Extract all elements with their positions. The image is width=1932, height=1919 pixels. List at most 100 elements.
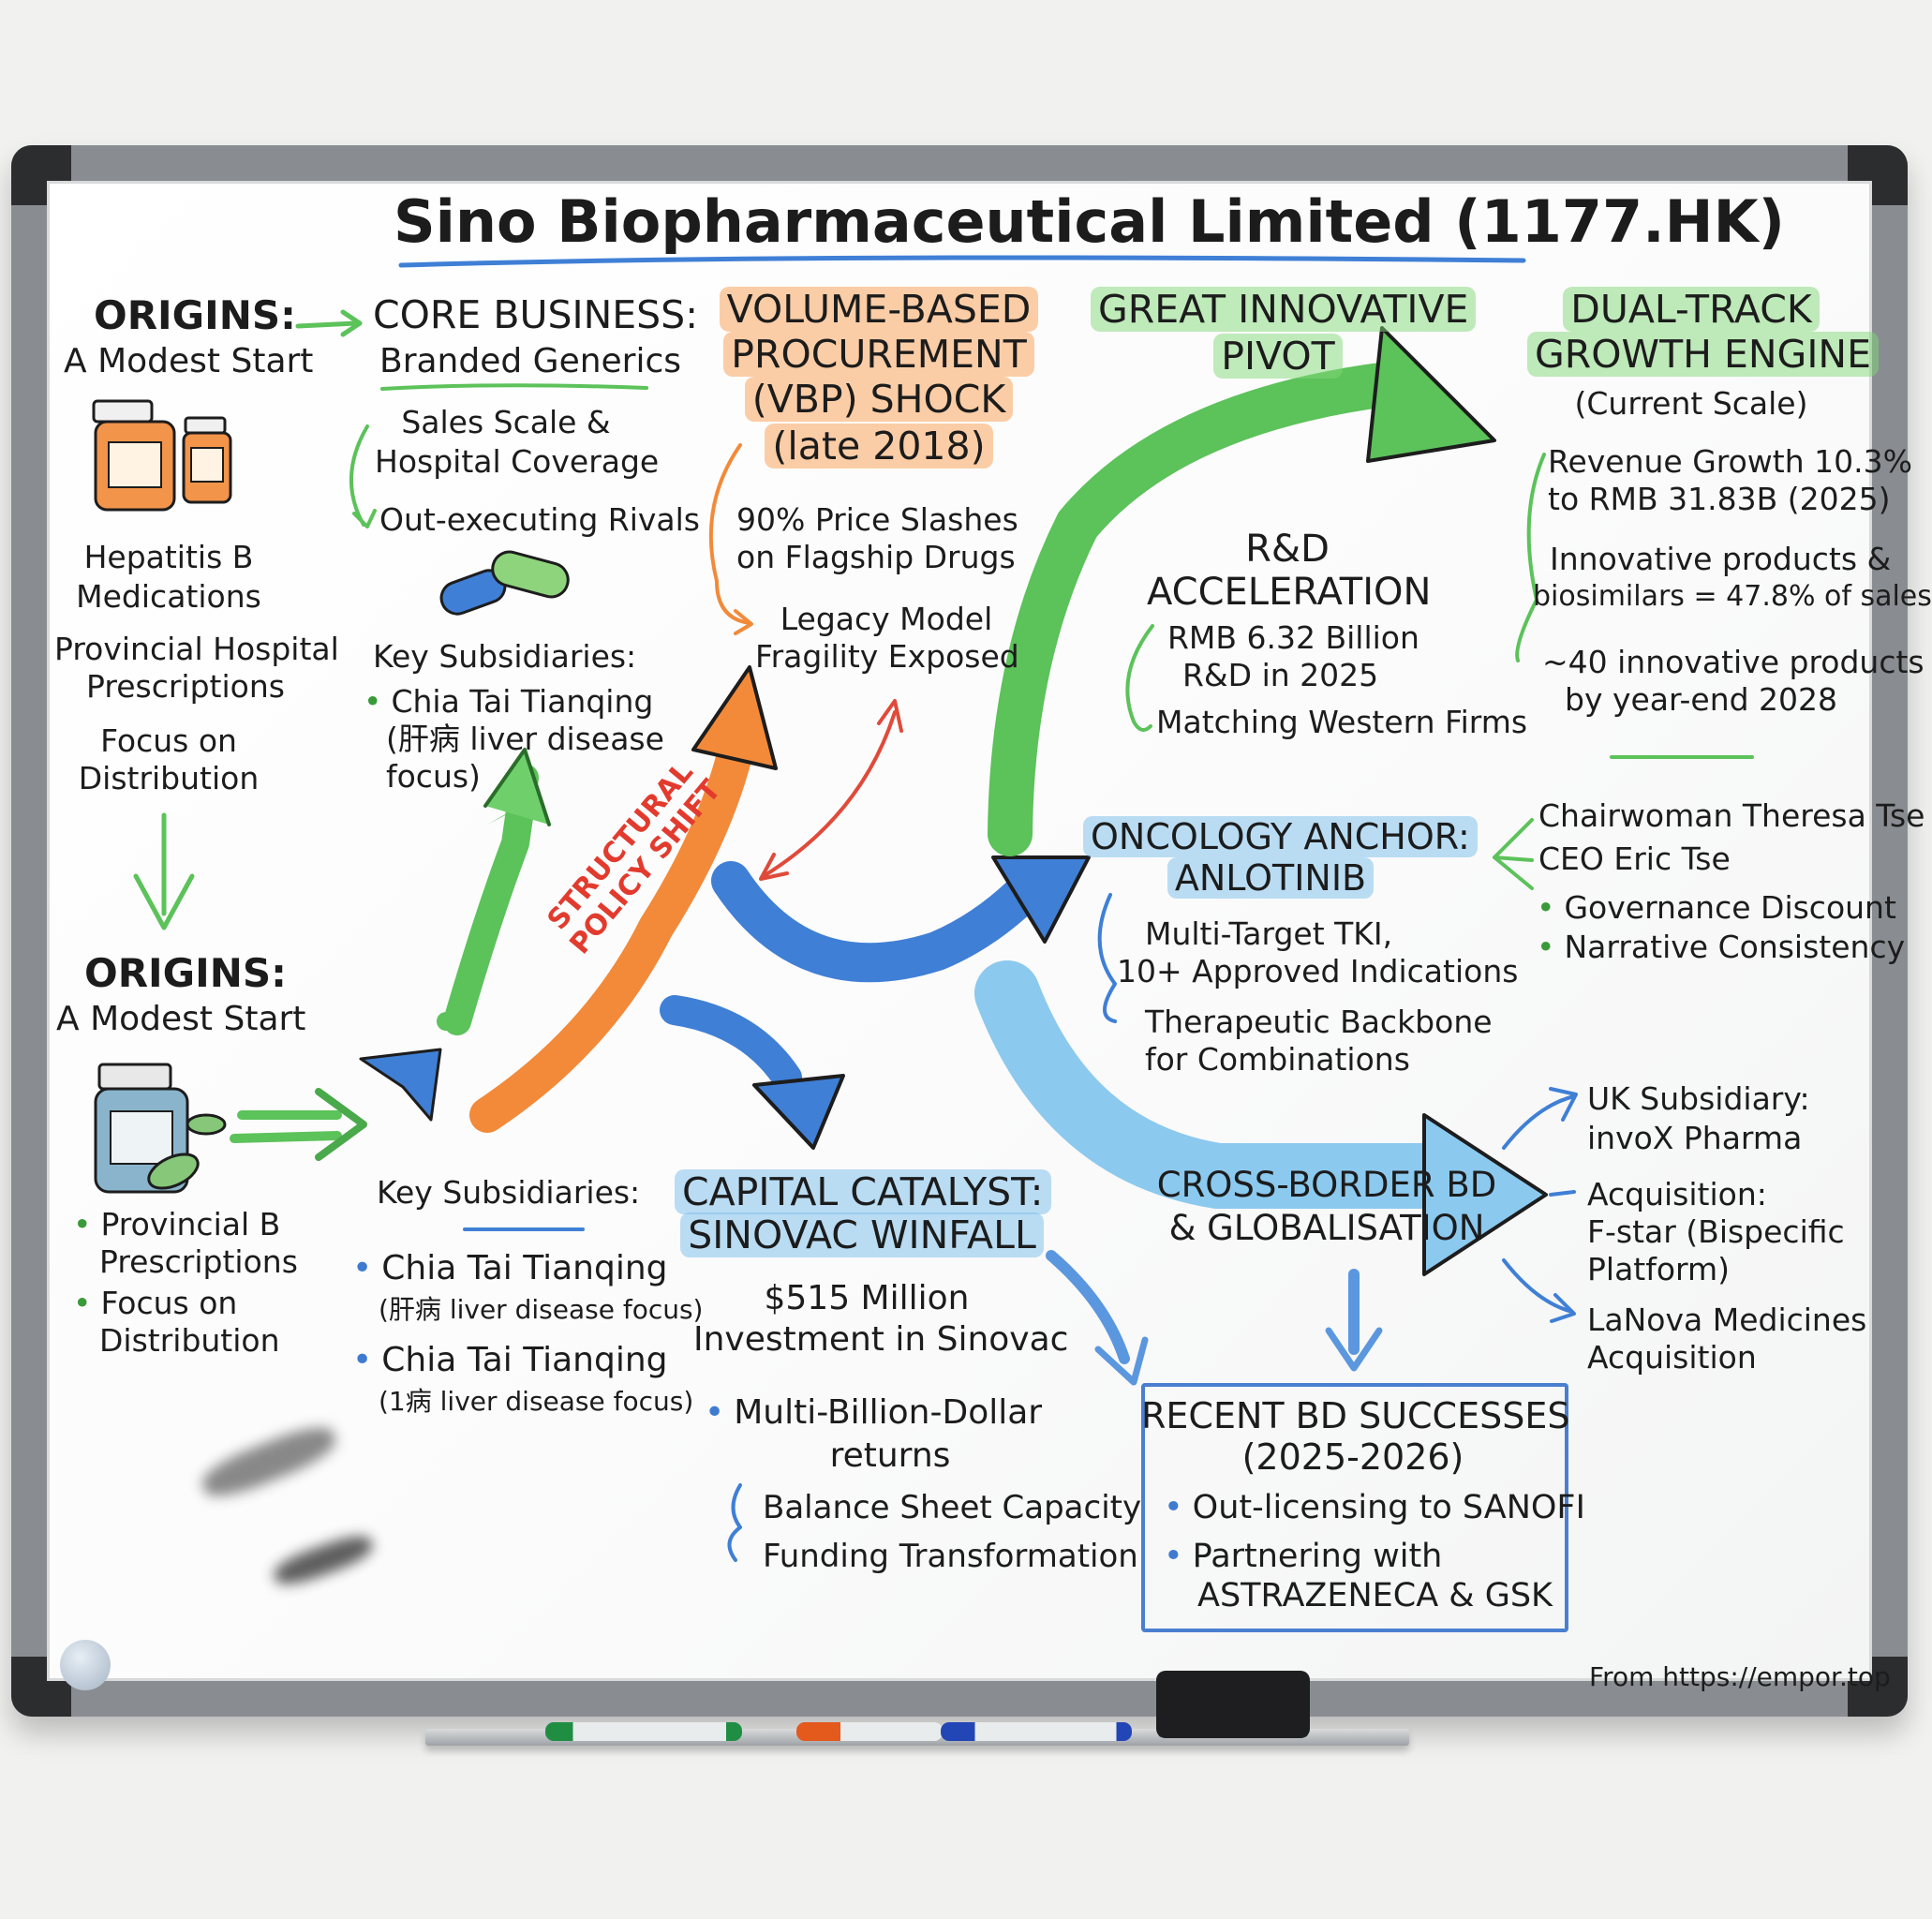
bd-item: ASTRAZENECA & GSK <box>1197 1577 1553 1614</box>
capital-item: Funding Transformation <box>763 1538 1138 1575</box>
vbp-heading: (VBP) SHOCK <box>710 377 1048 422</box>
crossborder-item: Platform) <box>1587 1251 1731 1287</box>
oncology-heading: ANLOTINIB <box>1083 857 1458 899</box>
dual-track-item: biosimilars = 47.8% of sales <box>1533 580 1932 613</box>
origins-top-item: Provincial Hospital <box>54 631 339 667</box>
crossborder-item: UK Subsidiary: <box>1587 1080 1810 1117</box>
subsidiary-bottom-name: Chia Tai Tianqing <box>352 1344 667 1377</box>
oncology-item: Therapeutic Backbone <box>1145 1004 1493 1040</box>
capital-item: $515 Million <box>764 1279 970 1317</box>
origins-top-item: Focus on <box>100 722 237 759</box>
orange-marker[interactable] <box>796 1722 943 1741</box>
origins-bottom-heading: ORIGINS: <box>84 950 287 996</box>
subsidiary-bottom-note: (肝病 liver disease focus) <box>379 1294 704 1325</box>
origins-top-item: Prescriptions <box>86 668 285 705</box>
oncology-heading-line: ANLOTINIB <box>1167 857 1375 899</box>
crossborder-item: invoX Pharma <box>1587 1120 1803 1156</box>
governance-bullet: Narrative Consistency <box>1537 931 1905 962</box>
pivot-heading: GREAT INNOVATIVE <box>1091 287 1477 332</box>
capital-item: Balance Sheet Capacity <box>763 1489 1142 1526</box>
green-marker[interactable] <box>545 1722 742 1741</box>
subsidiary-item: focus) <box>386 758 481 795</box>
governance-item: Chairwoman Theresa Tse <box>1538 797 1925 834</box>
dual-track-item: to RMB 31.83B (2025) <box>1548 481 1891 517</box>
capital-item: returns <box>829 1436 951 1475</box>
rd-item: Matching Western Firms <box>1156 704 1528 740</box>
capital-heading-line: SINOVAC WINFALL <box>680 1212 1044 1257</box>
crossborder-item: F-star (Bispecific <box>1587 1213 1845 1250</box>
vbp-heading-line: VOLUME-BASED <box>719 287 1039 332</box>
rd-heading: ACCELERATION <box>1147 571 1432 614</box>
oncology-heading-line: ONCOLOGY ANCHOR: <box>1083 816 1478 857</box>
vbp-item: Fragility Exposed <box>755 638 1019 675</box>
dual-track-item: by year-end 2028 <box>1565 681 1838 718</box>
subsidiary-item: (肝病 liver disease <box>386 721 664 757</box>
capital-item: Investment in Sinovac <box>693 1320 1069 1359</box>
dual-track-item: Innovative products & <box>1550 541 1892 577</box>
origins-top-item: Medications <box>76 578 261 615</box>
governance-item: CEO Eric Tse <box>1538 840 1731 877</box>
vbp-heading: VOLUME-BASED <box>710 287 1048 332</box>
blue-marker[interactable] <box>941 1722 1132 1741</box>
origins-bottom-subheading: A Modest Start <box>56 1000 306 1038</box>
dual-track-heading: GROWTH ENGINE <box>1527 332 1879 377</box>
subsidiary-bottom-note: (1病 liver disease focus) <box>379 1386 694 1417</box>
pivot-heading-line: GREAT INNOVATIVE <box>1091 287 1477 332</box>
capital-heading: CAPITAL CATALYST: <box>675 1169 1051 1214</box>
oncology-item: Multi-Target TKI, <box>1145 915 1393 952</box>
bd-heading: (2025-2026) <box>1241 1436 1464 1478</box>
crossborder-item: LaNova Medicines <box>1587 1302 1867 1338</box>
origins-bottom-item: Focus on <box>73 1287 237 1318</box>
capital-heading-line: CAPITAL CATALYST: <box>675 1169 1051 1214</box>
origins-bottom-item: Provincial B <box>73 1209 280 1240</box>
crossborder-item: Acquisition <box>1587 1339 1757 1376</box>
dual-track-heading-line: GROWTH ENGINE <box>1527 332 1879 377</box>
magnet-icon <box>60 1640 111 1690</box>
rd-item: RMB 6.32 Billion <box>1167 619 1419 656</box>
pivot-heading: PIVOT <box>1091 334 1465 379</box>
oncology-item: for Combinations <box>1145 1041 1410 1078</box>
oncology-item: 10+ Approved Indications <box>1117 953 1519 989</box>
governance-bullet: Governance Discount <box>1537 892 1895 923</box>
dual-track-item: Revenue Growth 10.3% <box>1548 443 1912 480</box>
oncology-heading: ONCOLOGY ANCHOR: <box>1083 816 1478 857</box>
vbp-item: 90% Price Slashes <box>736 501 1018 538</box>
medicine-bottle-icon <box>92 399 232 512</box>
dual-track-item: ~40 innovative products <box>1542 644 1925 680</box>
origins-top-heading: ORIGINS: <box>94 292 296 338</box>
vbp-heading: PROCUREMENT <box>710 332 1048 377</box>
dual-track-heading-line: DUAL-TRACK <box>1563 287 1820 332</box>
subsidiary-item: Chia Tai Tianqing <box>364 686 653 717</box>
dual-track-subheading: (Current Scale) <box>1574 385 1808 422</box>
subsidiary-bottom-name: Chia Tai Tianqing <box>352 1252 667 1286</box>
core-business-item: Sales Scale & <box>401 404 611 440</box>
eraser-icon[interactable] <box>1156 1671 1310 1738</box>
title-underline <box>398 255 1526 268</box>
crossborder-heading: & GLOBALISATION <box>1168 1208 1485 1248</box>
core-business-item: Out-executing Rivals <box>379 501 701 538</box>
bd-item: Out-licensing to SANOFI <box>1164 1492 1585 1525</box>
capital-item: Multi-Billion-Dollar <box>705 1396 1042 1430</box>
medicine-bottle-icon <box>94 1063 227 1194</box>
subsidiaries-heading: Key Subsidiaries: <box>373 638 637 675</box>
vbp-heading: (late 2018) <box>710 424 1048 469</box>
origins-bottom-item: Prescriptions <box>99 1243 298 1280</box>
vbp-heading-line: (late 2018) <box>765 424 993 469</box>
origins-top-subheading: A Modest Start <box>64 342 314 380</box>
capital-heading: SINOVAC WINFALL <box>675 1212 1049 1257</box>
origins-top-item: Distribution <box>78 760 260 796</box>
vbp-item: Legacy Model <box>780 601 993 637</box>
bd-item: Partnering with <box>1164 1540 1443 1573</box>
core-business-heading: CORE BUSINESS: <box>373 292 699 337</box>
pivot-heading-line: PIVOT <box>1213 334 1343 379</box>
origins-bottom-item: Distribution <box>99 1322 280 1359</box>
origins-top-item: Hepatitis B <box>83 539 254 575</box>
rd-item: R&D in 2025 <box>1182 657 1379 693</box>
subsidiaries-bottom-heading: Key Subsidiaries: <box>377 1174 641 1211</box>
source-footer: From https://empor.top <box>1589 1661 1891 1692</box>
vbp-heading-line: PROCUREMENT <box>723 332 1034 377</box>
rd-heading: R&D <box>1245 528 1330 571</box>
dual-track-heading: DUAL-TRACK <box>1527 287 1855 332</box>
core-business-subheading: Branded Generics <box>379 342 682 380</box>
